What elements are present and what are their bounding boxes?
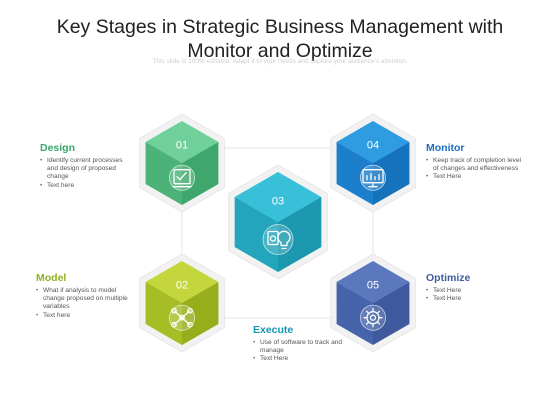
connector-frame xyxy=(181,147,374,319)
monitor-bullet-1: Keep track of completion level of change… xyxy=(426,157,526,173)
design-bullet-2: Text here xyxy=(40,182,130,190)
optimize-bullet-1: Text Here xyxy=(426,287,516,295)
page-title: Key Stages in Strategic Business Managem… xyxy=(0,15,560,63)
model-block: Model What if analysis to model change p… xyxy=(36,272,136,320)
design-bullets: Identify current processes and design of… xyxy=(40,157,130,190)
stage-05-hexagon: 05 xyxy=(330,253,416,353)
design-title: Design xyxy=(40,142,76,154)
stage-01-number: 01 xyxy=(176,139,188,151)
gear-icon xyxy=(363,308,383,328)
stage-02-number: 02 xyxy=(176,279,188,291)
title-line-2: Monitor and Optimize xyxy=(187,40,373,62)
stage-01-hexagon: 01 xyxy=(139,113,225,213)
monitor-chart-icon xyxy=(362,169,384,188)
model-bullet-1: What if analysis to model change propose… xyxy=(36,287,136,312)
page-subtitle: This slide is 100% editable. Adapt it to… xyxy=(152,58,408,65)
stage-03-hexagon: 03 xyxy=(228,164,328,280)
stage-04-hexagon: 04 xyxy=(330,113,416,213)
checklist-icon xyxy=(172,169,192,188)
optimize-bullet-2: Text Here xyxy=(426,295,516,303)
model-bullet-2: Text here xyxy=(36,312,136,320)
optimize-bullets: Text Here Text Here xyxy=(426,287,516,304)
stage-03-number: 03 xyxy=(272,196,284,208)
execute-bullets: Use of software to track and manage Text… xyxy=(253,339,343,364)
optimize-title: Optimize xyxy=(426,272,471,284)
network-icon xyxy=(171,307,193,328)
lightbulb-gear-icon xyxy=(267,230,291,250)
execute-bullet-2: Text Here xyxy=(253,355,343,363)
execute-title: Execute xyxy=(253,324,294,336)
execute-block: Execute Use of software to track and man… xyxy=(253,324,343,364)
design-block: Design Identify current processes and de… xyxy=(40,142,130,190)
design-bullet-1: Identify current processes and design of… xyxy=(40,157,130,182)
title-line-1: Key Stages in Strategic Business Managem… xyxy=(56,16,504,38)
stage-04-number: 04 xyxy=(367,139,379,151)
execute-bullet-1: Use of software to track and manage xyxy=(253,339,343,355)
stage-05-number: 05 xyxy=(367,279,379,291)
monitor-title: Monitor xyxy=(426,142,465,154)
monitor-bullet-2: Text Here xyxy=(426,173,526,181)
monitor-block: Monitor Keep track of completion level o… xyxy=(426,142,526,182)
optimize-block: Optimize Text Here Text Here xyxy=(426,272,516,304)
model-title: Model xyxy=(36,272,67,284)
model-bullets: What if analysis to model change propose… xyxy=(36,287,136,320)
monitor-bullets: Keep track of completion level of change… xyxy=(426,157,526,182)
stage-02-hexagon: 02 xyxy=(139,253,225,353)
